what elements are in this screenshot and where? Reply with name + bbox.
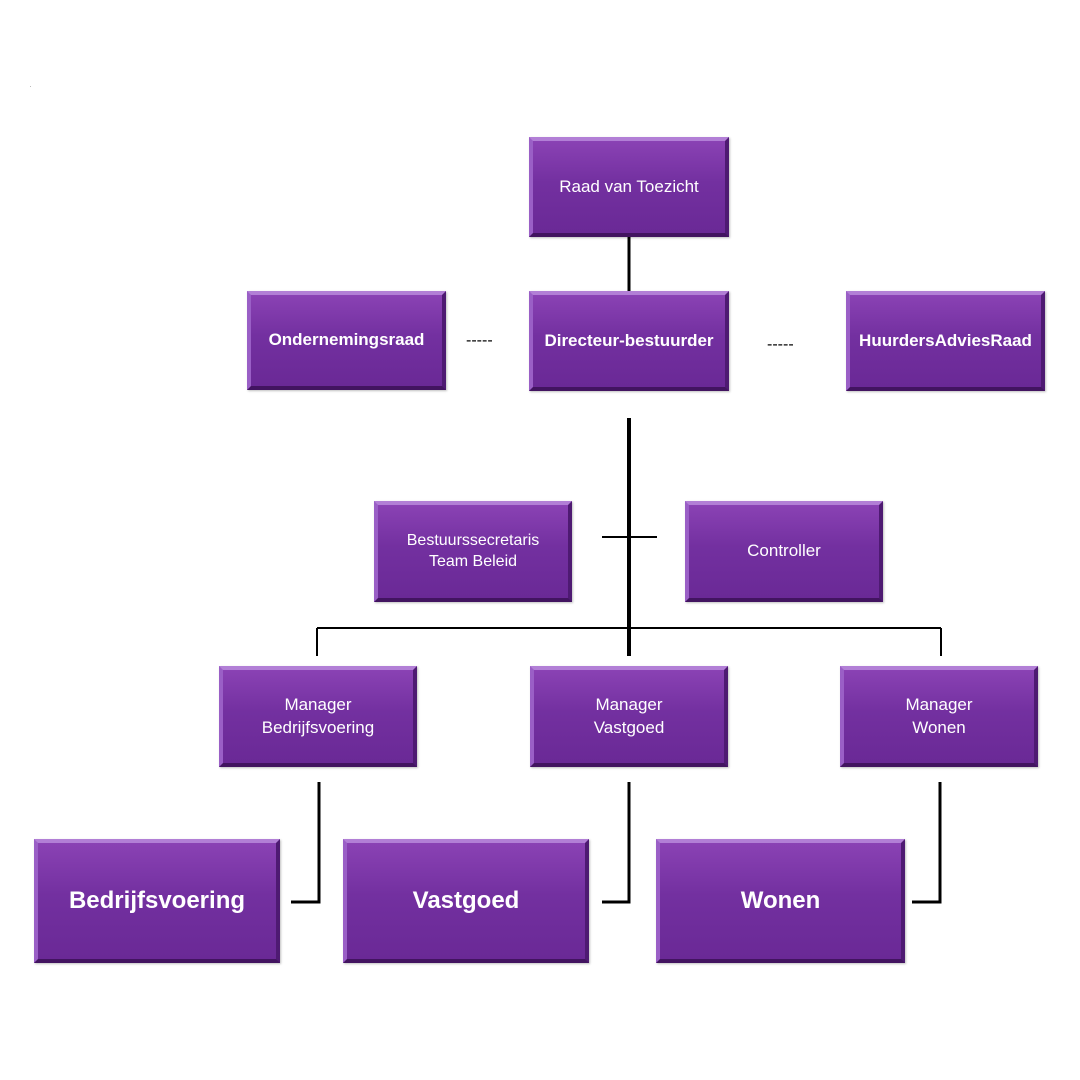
dashed-link-left: ----- (466, 332, 493, 349)
node-label-line1: Bestuurssecretaris (406, 531, 540, 549)
connector-wonen (912, 782, 942, 904)
node-vastgoed: Vastgoed (343, 839, 589, 963)
node-manager-wonen: Manager Wonen (840, 666, 1038, 767)
node-label-line1: Manager (595, 695, 663, 715)
node-manager-vastgoed: Manager Vastgoed (530, 666, 728, 767)
node-label: Ondernemingsraad (268, 330, 425, 350)
node-bedrijfsvoering: Bedrijfsvoering (34, 839, 280, 963)
node-label: HuurdersAdviesRaad (859, 330, 1032, 350)
node-directeur-bestuurder: Directeur-bestuurder (529, 291, 729, 391)
node-label-line1: Manager (905, 695, 973, 715)
node-manager-bedrijfsvoering: Manager Bedrijfsvoering (219, 666, 417, 767)
connector-bedrijfsvoering (291, 782, 321, 904)
node-label-line1: Manager (284, 695, 352, 715)
node-ondernemingsraad: Ondernemingsraad (247, 291, 446, 390)
node-label-line2: Wonen (912, 717, 966, 737)
connector-vastgoed (602, 782, 631, 904)
node-controller: Controller (685, 501, 883, 602)
node-label: Controller (747, 541, 821, 561)
node-label: Directeur-bestuurder (544, 330, 714, 350)
node-raad-van-toezicht: Raad van Toezicht (529, 137, 729, 237)
node-label: Wonen (740, 887, 821, 915)
stray-dot (30, 86, 31, 87)
node-label: Raad van Toezicht (559, 176, 699, 196)
node-label-line2: Team Beleid (428, 552, 518, 570)
dashed-link-right: ----- (767, 336, 794, 353)
node-bestuurssecretaris: Bestuurssecretaris Team Beleid (374, 501, 572, 602)
node-huurdersadviesraad: HuurdersAdviesRaad (846, 291, 1045, 391)
node-label: Bedrijfsvoering (68, 887, 246, 915)
node-label-line2: Bedrijfsvoering (261, 717, 375, 737)
node-label: Vastgoed (412, 887, 520, 915)
node-label-line2: Vastgoed (593, 717, 665, 737)
node-wonen: Wonen (656, 839, 905, 963)
